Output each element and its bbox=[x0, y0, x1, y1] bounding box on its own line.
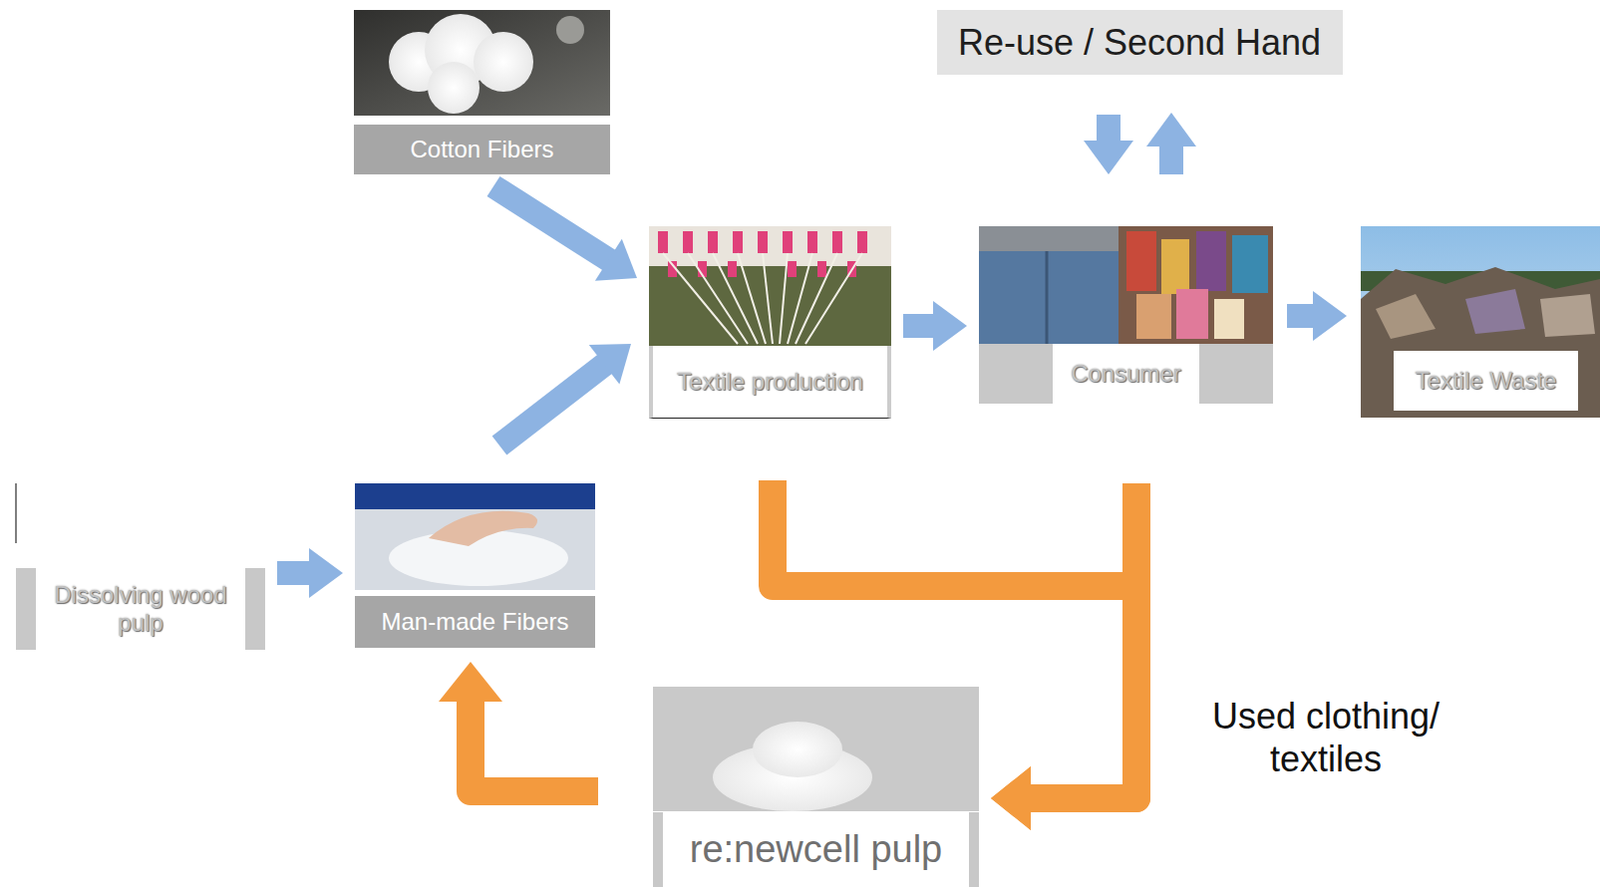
threads bbox=[662, 253, 863, 344]
node-label: Textile production bbox=[670, 367, 870, 396]
arrow-head bbox=[595, 239, 638, 282]
pulp-source-box: Dissolving wood pulp bbox=[15, 568, 266, 650]
reuse-box: Re-use / Second Hand bbox=[937, 9, 1343, 75]
flow-arrow bbox=[772, 480, 1137, 831]
arrow-shaft bbox=[470, 700, 599, 792]
arrow-head bbox=[438, 661, 503, 702]
arrow-head bbox=[990, 766, 1031, 831]
fiber-bin bbox=[354, 483, 596, 510]
cotton-boll bbox=[473, 31, 534, 92]
label-bar: Textile production bbox=[648, 345, 892, 419]
arrow-shaft bbox=[1096, 114, 1121, 142]
waste-bale bbox=[1465, 289, 1526, 334]
jeans-seam bbox=[1045, 251, 1049, 344]
arrow-head bbox=[1083, 140, 1134, 175]
label-bar: Dissolving wood pulp bbox=[15, 568, 266, 650]
arrow-head bbox=[1312, 291, 1347, 341]
flow-arrow bbox=[438, 661, 599, 792]
waste-heap bbox=[1360, 267, 1600, 418]
node-label: Textile Waste bbox=[1409, 366, 1564, 395]
flow-arrow bbox=[499, 343, 632, 446]
flow-arrow bbox=[990, 483, 1137, 831]
label-bar: Textile Waste bbox=[1393, 350, 1579, 411]
label-bar: re:newcell pulp bbox=[652, 812, 979, 887]
node-label: Re-use / Second Hand bbox=[952, 21, 1327, 63]
hand bbox=[428, 511, 538, 547]
garment bbox=[1126, 231, 1157, 292]
fiber-source-card: Cotton Fibers bbox=[353, 9, 611, 175]
shirt bbox=[978, 226, 1119, 252]
waste-bale bbox=[1375, 294, 1436, 339]
node-label: Consumer bbox=[1064, 359, 1188, 388]
arrow-shaft bbox=[1159, 145, 1184, 175]
flow-arrow bbox=[493, 186, 638, 282]
flow-arrow bbox=[1286, 291, 1347, 341]
factory-photo bbox=[648, 226, 892, 346]
arrow-shaft bbox=[277, 561, 311, 586]
arrow-shaft bbox=[903, 314, 935, 338]
arrow-shaft bbox=[1286, 304, 1314, 328]
arrow-head bbox=[309, 548, 343, 599]
waste-card: Textile Waste bbox=[1360, 226, 1600, 418]
pulp-fluff bbox=[752, 721, 843, 778]
arrow-head bbox=[589, 343, 632, 385]
flow-arrow bbox=[277, 548, 343, 599]
frame-line bbox=[14, 483, 17, 544]
node-label: Cotton Fibers bbox=[403, 135, 560, 164]
pulp-photo bbox=[652, 686, 979, 812]
shopping-bag bbox=[1136, 294, 1172, 339]
arrow-head bbox=[1146, 112, 1197, 147]
cotton-photo bbox=[353, 9, 611, 116]
node-label: Dissolving wood pulp bbox=[31, 581, 250, 637]
cotton-boll bbox=[427, 61, 480, 114]
jeans-photo bbox=[978, 226, 1119, 344]
node-label: re:newcell pulp bbox=[683, 828, 949, 873]
fiber-source-card: Man-made Fibers bbox=[354, 483, 596, 648]
arrow-head bbox=[990, 766, 1031, 831]
arrow-shaft bbox=[493, 186, 610, 261]
garment bbox=[1232, 235, 1269, 294]
flow-arrow bbox=[1083, 114, 1134, 175]
flow-arrow bbox=[903, 301, 967, 351]
garment bbox=[1161, 239, 1190, 295]
shopping-bag bbox=[1176, 289, 1209, 339]
label-bar: Re-use / Second Hand bbox=[937, 9, 1343, 75]
recycled-pulp-card: re:newcell pulp bbox=[652, 686, 979, 887]
arrow-shaft bbox=[1029, 483, 1137, 799]
arrow-shaft bbox=[499, 363, 606, 446]
flow-note: Used clothing/ textiles bbox=[1196, 694, 1456, 781]
shopping-bag bbox=[1214, 299, 1245, 339]
process-card: Textile production bbox=[648, 226, 892, 419]
shop-photo bbox=[1118, 226, 1274, 344]
label-bar: Cotton Fibers bbox=[353, 124, 611, 175]
garment bbox=[1196, 231, 1227, 292]
node-label: Man-made Fibers bbox=[374, 608, 575, 637]
arrow-shaft bbox=[772, 480, 1137, 799]
fiber-photo bbox=[354, 483, 596, 591]
cotton-boll bbox=[556, 15, 585, 44]
waste-photo bbox=[1360, 226, 1600, 418]
consumer-card: Consumer bbox=[978, 226, 1274, 404]
waste-bale bbox=[1540, 294, 1596, 337]
label-bar: Man-made Fibers bbox=[354, 596, 596, 648]
arrow-head bbox=[933, 301, 967, 351]
flow-arrow bbox=[1146, 112, 1197, 175]
label-bar: Consumer bbox=[978, 343, 1274, 404]
factory-ceiling bbox=[648, 226, 892, 267]
